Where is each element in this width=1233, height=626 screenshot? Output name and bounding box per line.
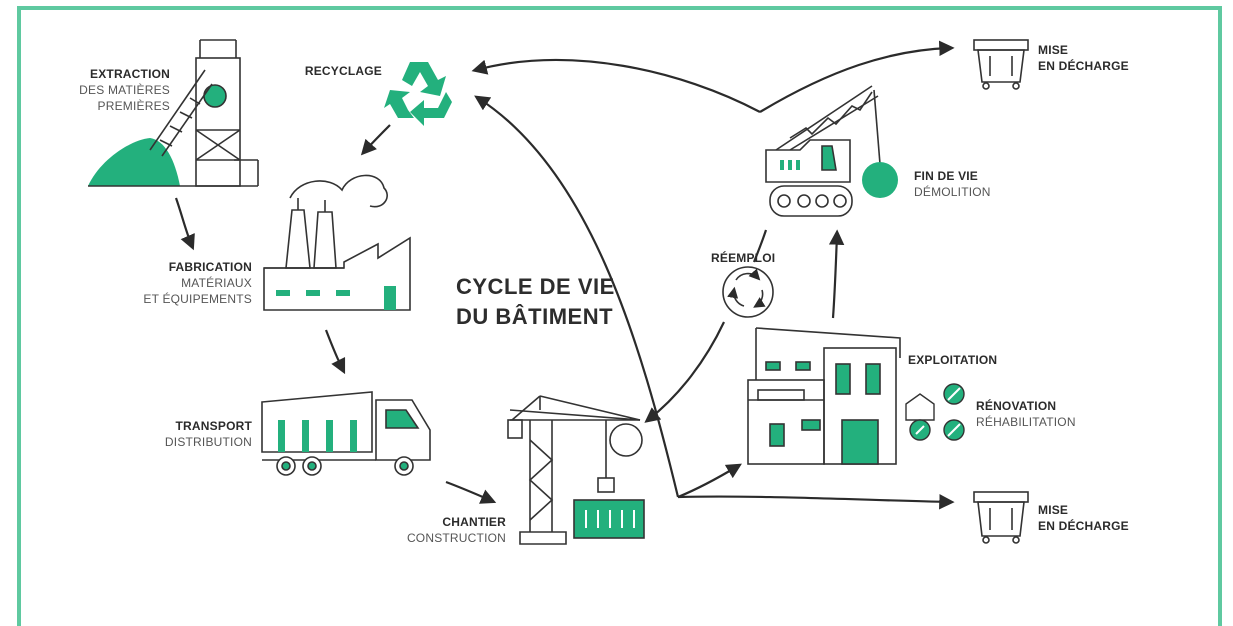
decharge-top-line2: EN DÉCHARGE bbox=[1038, 59, 1129, 73]
extraction-sub1: DES MATIÈRES bbox=[79, 83, 170, 97]
diagram-title: CYCLE DE VIE DU BÂTIMENT bbox=[456, 272, 615, 332]
decharge-bottom-line2: EN DÉCHARGE bbox=[1038, 519, 1129, 533]
recyclage-title: RECYCLAGE bbox=[304, 64, 382, 78]
fin-de-vie-sub1: DÉMOLITION bbox=[914, 185, 991, 199]
arrow-fabrication-to-transport bbox=[324, 329, 346, 375]
factory-icon bbox=[263, 174, 411, 311]
truck-icon bbox=[261, 391, 431, 476]
decharge-top-line1: MISE bbox=[1038, 43, 1069, 57]
dumpster-icon bbox=[973, 491, 1029, 544]
fabrication-sub1: MATÉRIAUX bbox=[181, 276, 252, 290]
label-exploitation: EXPLOITATION bbox=[908, 352, 1028, 368]
transport-sub1: DISTRIBUTION bbox=[164, 435, 252, 449]
building-icon bbox=[747, 327, 901, 465]
arrow-reemploi-to-chantier bbox=[644, 321, 725, 423]
renovation-title: RÉNOVATION bbox=[976, 399, 1057, 413]
label-extraction: EXTRACTION DES MATIÈRES PREMIÈRES bbox=[40, 66, 170, 114]
fin-de-vie-title: FIN DE VIE bbox=[914, 169, 979, 183]
arrow-chantier-to-exploitation bbox=[677, 463, 742, 499]
label-fin-de-vie: FIN DE VIE DÉMOLITION bbox=[914, 168, 1024, 200]
arrow-findevie-to-recyclage bbox=[471, 58, 761, 113]
arrow-extraction-to-fabrication bbox=[174, 197, 195, 251]
extraction-sub2: PREMIÈRES bbox=[97, 99, 170, 113]
decharge-bottom-line1: MISE bbox=[1038, 503, 1069, 517]
exploitation-title: EXPLOITATION bbox=[908, 353, 998, 367]
renovation-sub1: RÉHABILITATION bbox=[976, 415, 1076, 429]
fabrication-sub2: ET ÉQUIPEMENTS bbox=[143, 292, 252, 306]
arrow-findevie-to-reemploi bbox=[752, 229, 768, 263]
label-fabrication: FABRICATION MATÉRIAUX ET ÉQUIPEMENTS bbox=[120, 259, 252, 307]
label-decharge-bottom: MISE EN DÉCHARGE bbox=[1038, 502, 1158, 534]
label-decharge-top: MISE EN DÉCHARGE bbox=[1038, 42, 1158, 74]
arrow-exploitation-to-findevie bbox=[828, 229, 845, 319]
label-transport: TRANSPORT DISTRIBUTION bbox=[130, 418, 252, 450]
arrow-transport-to-chantier bbox=[445, 480, 497, 504]
arrow-chantier-to-recyclage bbox=[474, 95, 680, 498]
tools-icon bbox=[905, 383, 965, 441]
chantier-title: CHANTIER bbox=[442, 515, 506, 529]
title-line-2: DU BÂTIMENT bbox=[456, 304, 614, 329]
label-recyclage: RECYCLAGE bbox=[270, 63, 382, 79]
arrow-recyclage-to-fabrication bbox=[360, 124, 391, 156]
dumpster-icon bbox=[973, 39, 1029, 90]
label-chantier: CHANTIER CONSTRUCTION bbox=[380, 514, 506, 546]
title-line-1: CYCLE DE VIE bbox=[456, 274, 615, 299]
mine-headframe-icon bbox=[88, 39, 259, 187]
label-reemploi: RÉEMPLOI bbox=[711, 250, 801, 266]
reemploi-title: RÉEMPLOI bbox=[711, 251, 776, 265]
transport-title: TRANSPORT bbox=[175, 419, 252, 433]
reuse-cycle-icon bbox=[722, 266, 774, 318]
recycle-icon bbox=[384, 62, 452, 126]
arrow-chantier-to-decharge bbox=[677, 494, 955, 510]
label-renovation: RÉNOVATION RÉHABILITATION bbox=[976, 398, 1096, 430]
arrow-findevie-to-decharge bbox=[759, 40, 955, 113]
lifecycle-diagram bbox=[88, 39, 1029, 545]
fabrication-title: FABRICATION bbox=[168, 260, 252, 274]
flow-arrows bbox=[174, 40, 955, 510]
chantier-sub1: CONSTRUCTION bbox=[406, 531, 506, 545]
extraction-title: EXTRACTION bbox=[90, 67, 170, 81]
demolition-crane-icon bbox=[765, 85, 898, 217]
crane-icon bbox=[507, 395, 645, 545]
